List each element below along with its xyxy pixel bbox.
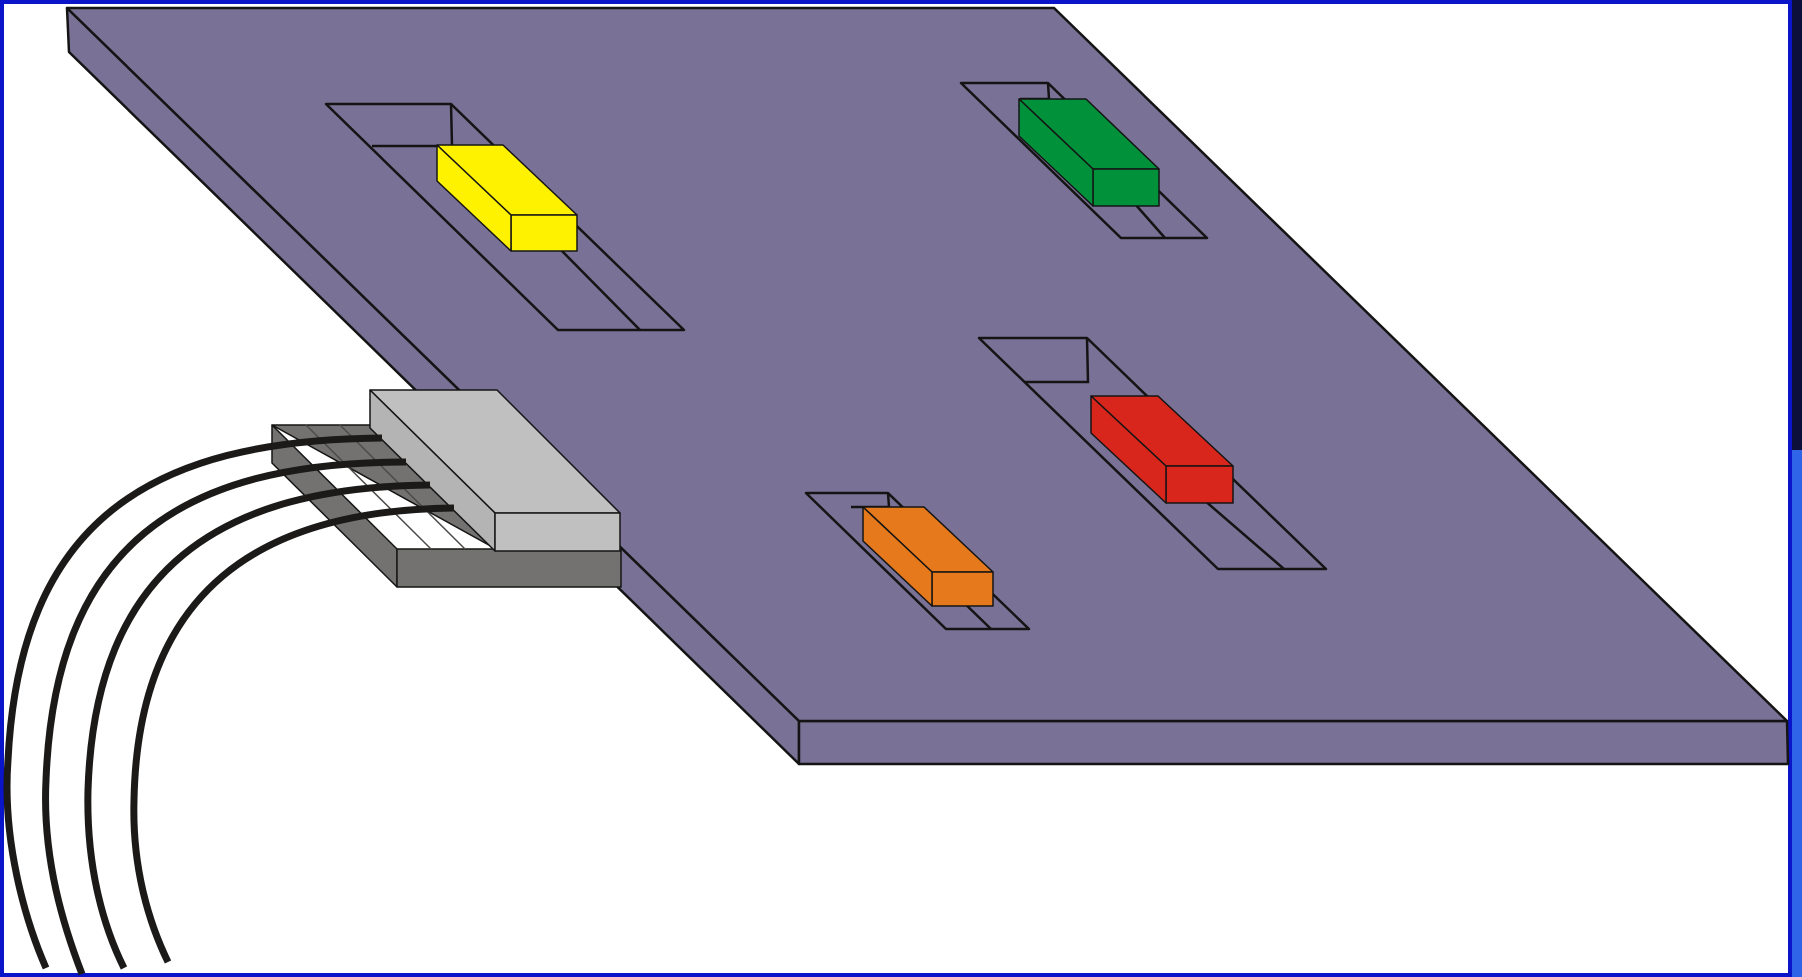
wire-2	[42, 458, 407, 976]
slider-yellow	[436, 144, 578, 252]
slider-green	[1018, 98, 1160, 207]
wire-3	[84, 481, 431, 970]
slider-red	[1090, 395, 1234, 504]
wire-1	[3, 434, 383, 970]
slot-red-inner-edge	[1024, 337, 1090, 384]
slider-orange	[862, 506, 994, 607]
wire-4	[130, 504, 455, 964]
right-accent-strip	[1790, 450, 1802, 977]
slider-yellow-front	[510, 214, 578, 252]
slider-orange-front	[931, 571, 994, 607]
slider-red-front	[1165, 465, 1234, 504]
slider-green-side	[1018, 98, 1094, 207]
cable-wires	[3, 434, 455, 976]
connector-body-front	[494, 512, 621, 552]
slider-orange-side	[862, 506, 933, 607]
slider-yellow-side	[436, 144, 512, 252]
slider-green-front	[1092, 168, 1160, 207]
slot-yellow-rail	[560, 249, 641, 331]
slot-red-rail	[1203, 499, 1285, 570]
board-front-edge	[797, 719, 1790, 766]
slider-red-side	[1090, 395, 1167, 504]
slot-green-rail	[1134, 203, 1166, 239]
connector-base-front	[396, 548, 622, 588]
